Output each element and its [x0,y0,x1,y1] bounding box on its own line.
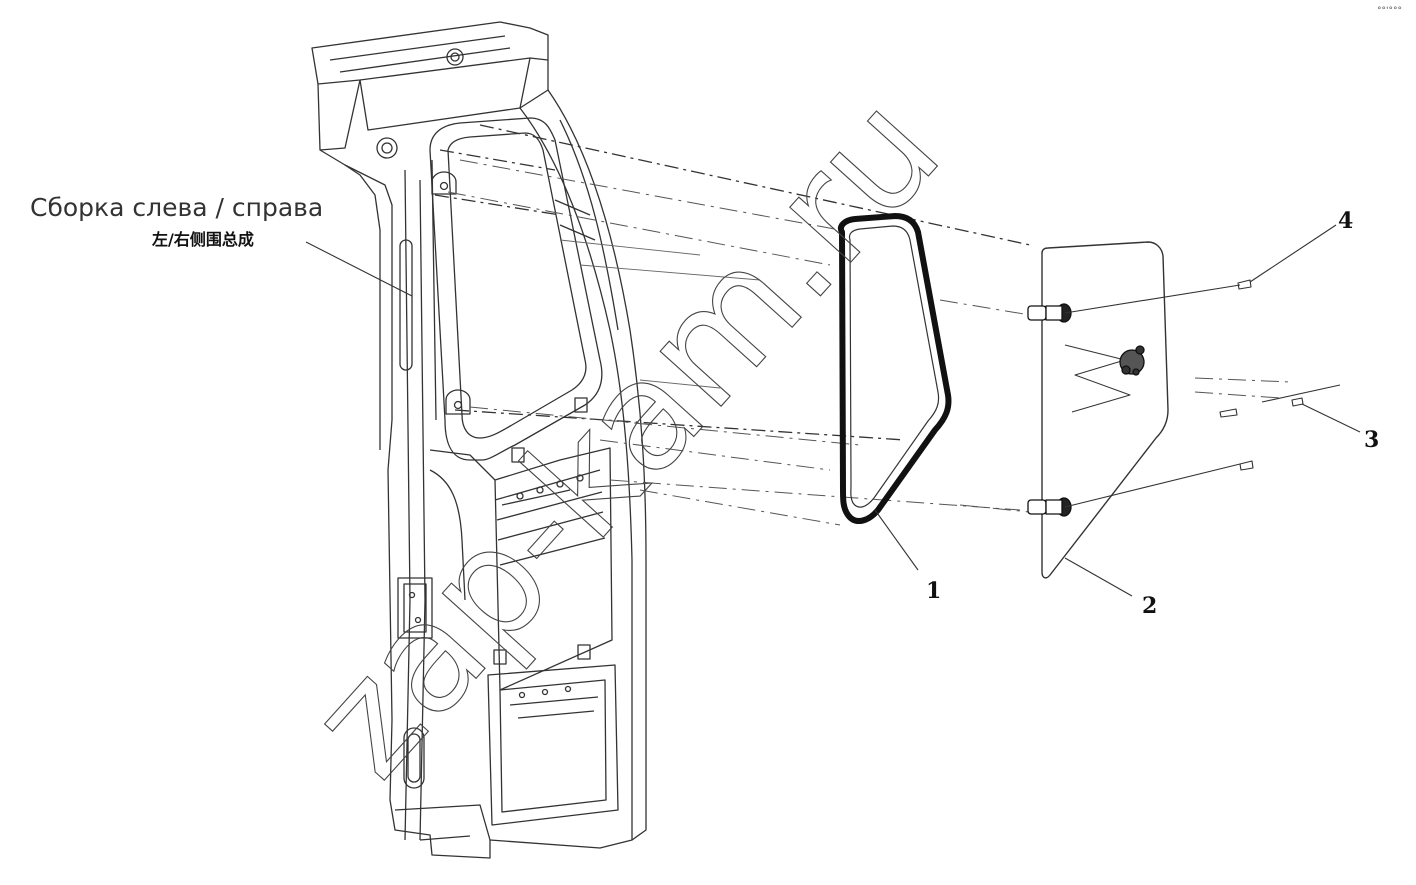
corner-mark: °°'°°° [1377,6,1402,16]
screws [1219,279,1341,471]
callout-4: 4 [1338,208,1354,234]
assembly-label-cn: 左/右侧围总成 [152,230,254,249]
callout-3: 3 [1364,427,1380,453]
callout-2: 2 [1142,593,1158,619]
assembly-label-ru: Сборка слева / справа [30,193,324,222]
alignment-lines [447,159,1291,526]
window-glass-part-2 [1027,241,1169,579]
window-seal-part-1 [837,213,952,524]
watermark: zap-kam.ru [277,63,973,809]
side-panel-assembly [311,21,1031,859]
callout-1: 1 [926,578,942,604]
leader-lines [305,224,1361,597]
